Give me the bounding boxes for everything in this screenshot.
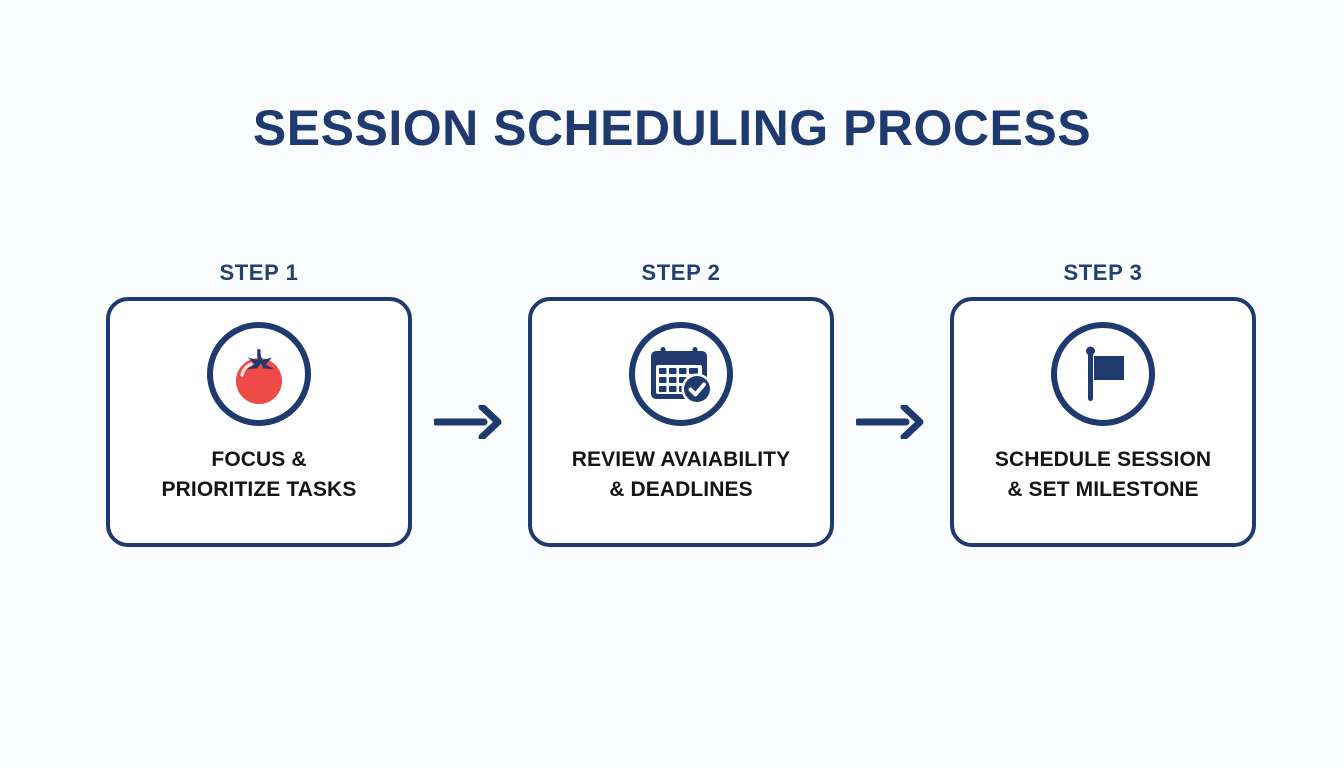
step-label-2: STEP 2 (641, 260, 721, 285)
caption-line-1a: FOCUS & (211, 448, 307, 471)
arrow-right-icon (434, 405, 506, 439)
icon-ring-2 (629, 322, 733, 426)
icon-ring-3 (1051, 322, 1155, 426)
connector-arrow-2 (834, 297, 950, 547)
caption-line-2b: & DEADLINES (609, 477, 753, 501)
step-block-1: STEP 1 FOCUS & PRIORITIZE TASKS (106, 262, 412, 547)
caption-line-1b: PRIORITIZE TASKS (161, 477, 357, 501)
calendar-check-icon (645, 339, 717, 409)
page-title: SESSION SCHEDULING PROCESS (252, 100, 1092, 156)
caption-line-3a: SCHEDULE SESSION (994, 448, 1212, 471)
milestone-flag-icon (1071, 341, 1135, 407)
step-label-3: STEP 3 (1063, 260, 1143, 285)
caption-line-3b: & SET MILESTONE (1007, 477, 1199, 501)
arrow-right-icon (856, 405, 928, 439)
tomato-icon (224, 339, 294, 409)
caption-line-2a: REVIEW AVAIABILITY (571, 448, 791, 471)
icon-ring-1 (207, 322, 311, 426)
step-label-1: STEP 1 (219, 260, 299, 285)
step-card-2[interactable]: REVIEW AVAIABILITY & DEADLINES (528, 297, 834, 547)
step-card-3[interactable]: SCHEDULE SESSION & SET MILESTONE (950, 297, 1256, 547)
card-caption-3: SCHEDULE SESSION & SET MILESTONE (987, 445, 1219, 505)
card-caption-1: FOCUS & PRIORITIZE TASKS (154, 445, 365, 505)
card-caption-2: REVIEW AVAIABILITY & DEADLINES (564, 445, 798, 505)
step-block-2: STEP 2 (528, 262, 834, 547)
step-card-1[interactable]: FOCUS & PRIORITIZE TASKS (106, 297, 412, 547)
step-block-3: STEP 3 SCHEDULE SESSION & SET MILESTONE (950, 262, 1256, 547)
process-flow-row: STEP 1 FOCUS & PRIORITIZE TASKS (106, 262, 1256, 547)
connector-arrow-1 (412, 297, 528, 547)
